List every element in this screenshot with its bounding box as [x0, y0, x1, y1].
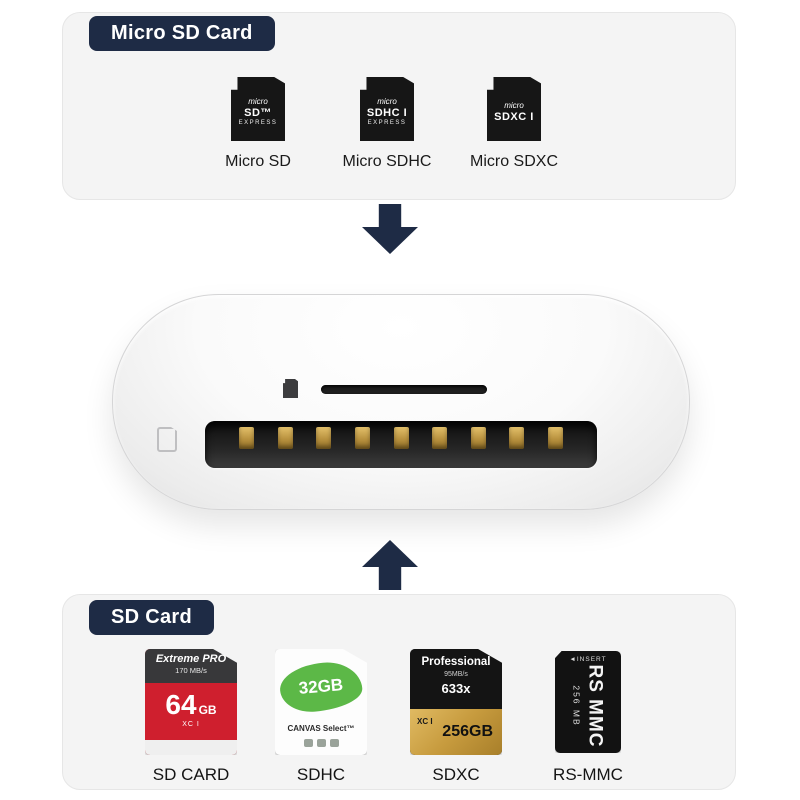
micro-card-logo-bottom: EXPRESS	[367, 120, 407, 127]
sdxc-rating: 633x	[441, 680, 471, 696]
sdxc-capacity: 256GB	[442, 723, 493, 740]
gold-pin	[509, 427, 525, 449]
sdxc-gold-band: XC I 256GB	[410, 709, 502, 755]
gold-pin	[393, 427, 409, 449]
micro-card-logo-mid: SDXC I	[494, 110, 534, 123]
sd-card-image: Extreme PRO 170 MB/s 64 GB XC I	[145, 649, 237, 755]
micro-sd-card-image: micro SD™ EXPRESS	[231, 77, 285, 141]
micro-card-logo-top: micro	[248, 97, 268, 107]
sd-card-badge: SD Card	[89, 600, 215, 635]
sdxc-top-band: Professional 95MB/s 633x	[410, 649, 502, 709]
micro-sd-badge-label: Micro SD Card	[111, 22, 253, 44]
micro-sdxc-card-image: micro SDXC I	[487, 77, 541, 141]
card-reader	[112, 294, 690, 510]
sdxc-marks: XC I	[417, 717, 433, 726]
micro-sd-panel: Micro SD Card micro SD™ EXPRESS micro SD…	[62, 12, 736, 200]
rs-mmc-insert-label: ◄INSERT	[569, 656, 607, 663]
sd-card-marks: XC I	[182, 721, 200, 728]
micro-card-logo-bottom: EXPRESS	[238, 120, 278, 127]
gold-pin	[316, 427, 332, 449]
micro-sdhc-card-image: micro SDHC I EXPRESS	[360, 77, 414, 141]
micro-sdxc-label: Micro SDXC	[469, 153, 558, 170]
sdxc-label: SDXC	[432, 765, 480, 784]
class-mark-icon	[303, 739, 313, 747]
gold-pin	[277, 427, 293, 449]
rs-mmc-rotated-text: RS MMC 256 MB	[571, 660, 606, 752]
sd-card-label: SD CARD	[152, 765, 230, 784]
micro-card-logo-top: micro	[504, 100, 524, 110]
sdhc-label: SDHC	[296, 765, 346, 784]
sdhc-card-image: 32GB CANVAS Select™	[275, 649, 367, 755]
micro-sd-slot	[321, 385, 487, 394]
gold-pin	[470, 427, 486, 449]
micro-sd-icon	[283, 379, 298, 398]
green-blob: 32GB	[278, 659, 364, 715]
sd-card-top-band: Extreme PRO 170 MB/s	[145, 649, 237, 683]
sdxc-brand: Professional	[421, 656, 491, 668]
micro-card-logo-mid: SD™	[244, 107, 272, 120]
rs-mmc-card-image: ◄INSERT RS MMC 256 MB	[555, 651, 621, 753]
sd-card-slot	[205, 421, 597, 468]
rs-mmc-brand: RS MMC	[584, 664, 606, 748]
class-mark-icon	[329, 739, 339, 747]
micro-sdhc-label: Micro SDHC	[342, 153, 432, 170]
sd-card-brand: Extreme PRO	[155, 653, 227, 665]
speed-class-icons	[275, 739, 367, 747]
sdhc-brand: CANVAS Select™	[287, 724, 355, 733]
sdxc-card-image: Professional 95MB/s 633x XC I 256GB	[410, 649, 502, 755]
sd-card-capacity: 64 GB	[165, 689, 217, 720]
arrow-down-icon	[362, 204, 418, 254]
rs-mmc-label: RS-MMC	[553, 765, 623, 784]
rs-mmc-capacity: 256 MB	[571, 685, 582, 727]
class-mark-icon	[316, 739, 326, 747]
gold-pin	[548, 427, 563, 449]
sdxc-speed: 95MB/s	[444, 670, 468, 678]
arrow-up-icon	[362, 540, 418, 590]
sd-card-icon	[157, 427, 177, 452]
micro-card-logo-top: micro	[377, 97, 397, 107]
gold-pin	[239, 427, 254, 449]
gold-pin	[354, 427, 370, 449]
sd-card-bottom-stripe	[145, 740, 237, 755]
sd-card-panel: SD Card Extreme PRO 170 MB/s 64 GB XC I …	[62, 594, 736, 790]
micro-sd-badge: Micro SD Card	[89, 16, 275, 51]
sd-card-speed: 170 MB/s	[175, 666, 207, 676]
sdhc-capacity: 32GB	[297, 675, 344, 698]
sd-card-badge-label: SD Card	[111, 606, 193, 628]
micro-sd-label: Micro SD	[225, 153, 291, 170]
micro-card-logo-mid: SDHC I	[366, 107, 408, 120]
gold-pin	[432, 427, 448, 449]
